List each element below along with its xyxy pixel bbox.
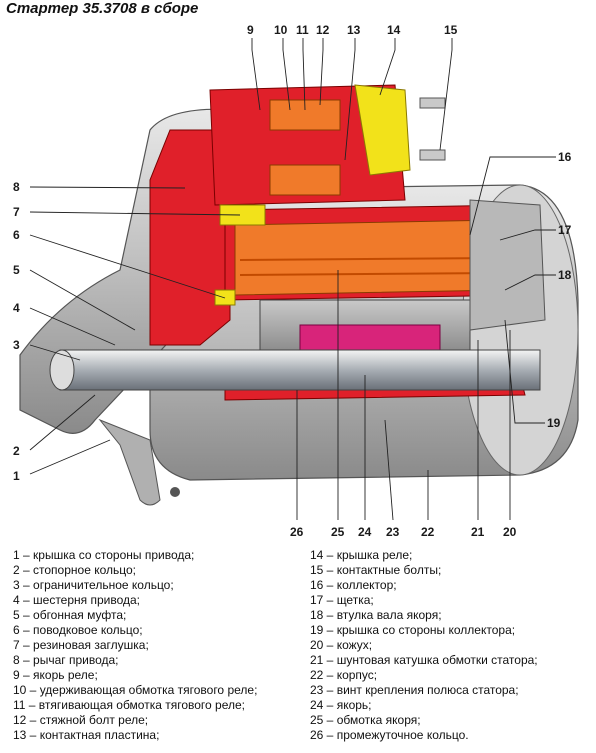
legend-item: 1 – крышка со стороны привода; <box>13 548 195 562</box>
callout-6: 6 <box>13 228 20 242</box>
collector-end-shroud <box>469 199 546 331</box>
callout-18: 18 <box>558 268 572 282</box>
callout-14: 14 <box>387 23 401 37</box>
legend-item: 9 – якорь реле; <box>13 668 98 682</box>
callout-20: 20 <box>503 525 517 539</box>
callout-7: 7 <box>13 205 20 219</box>
callout-26: 26 <box>290 525 304 539</box>
stator-winding <box>234 219 506 296</box>
callout-13: 13 <box>347 23 361 37</box>
callout-2: 2 <box>13 444 20 458</box>
legend-item: 3 – ограничительное кольцо; <box>13 578 174 592</box>
starter-cutaway-illustration: 1 2 3 4 5 6 7 8 9 10 11 12 13 14 15 16 1… <box>13 23 579 539</box>
legend-left-column: 1 – крышка со стороны привода; 2 – стопо… <box>13 548 257 743</box>
legend-right-column: 14 – крышка реле; 15 – контактные болты;… <box>310 548 538 743</box>
legend-item: 21 – шунтовая катушка обмотки статора; <box>310 653 538 667</box>
callout-10: 10 <box>274 23 288 37</box>
legend-item: 15 – контактные болты; <box>310 563 442 577</box>
callout-19: 19 <box>547 416 561 430</box>
legend-item: 5 – обгонная муфта; <box>13 608 127 622</box>
legend-item: 4 – шестерня привода; <box>13 593 141 607</box>
callout-25: 25 <box>331 525 345 539</box>
legend-item: 14 – крышка реле; <box>310 548 413 562</box>
callout-23: 23 <box>386 525 400 539</box>
legend-item: 8 – рычаг привода; <box>13 653 119 667</box>
callout-24: 24 <box>358 525 372 539</box>
callout-5: 5 <box>13 263 20 277</box>
legend-item: 10 – удерживающая обмотка тягового реле; <box>13 683 258 697</box>
callout-9: 9 <box>247 23 254 37</box>
rubber-plug <box>219 204 266 226</box>
solenoid-relay <box>209 84 446 206</box>
callout-8: 8 <box>13 180 20 194</box>
legend-item: 17 – щетка; <box>310 593 374 607</box>
legend-item: 2 – стопорное кольцо; <box>13 563 136 577</box>
callout-3: 3 <box>13 338 20 352</box>
callout-21: 21 <box>471 525 485 539</box>
legend-item: 7 – резиновая заглушка; <box>13 638 149 652</box>
legend-item: 20 – кожух; <box>310 638 373 652</box>
diagram-title: Стартер 35.3708 в сборе <box>6 0 199 17</box>
legend-item: 13 – контактная пластина; <box>13 728 160 742</box>
legend-item: 25 – обмотка якоря; <box>310 713 421 727</box>
legend-item: 23 – винт крепления полюса статора; <box>310 683 519 697</box>
callout-22: 22 <box>421 525 435 539</box>
legend-item: 6 – поводковое кольцо; <box>13 623 143 637</box>
armature-shaft <box>49 349 541 391</box>
callout-1: 1 <box>13 469 20 483</box>
callout-4: 4 <box>13 301 20 315</box>
legend-item: 18 – втулка вала якоря; <box>310 608 442 622</box>
legend-item: 22 – корпус; <box>310 668 378 682</box>
callout-11: 11 <box>296 23 309 37</box>
legend-item: 11 – втягивающая обмотка тягового реле; <box>13 698 246 712</box>
callout-12: 12 <box>316 23 330 37</box>
legend-item: 26 – промежуточное кольцо. <box>310 728 469 742</box>
legend-item: 16 – коллектор; <box>310 578 397 592</box>
legend-item: 24 – якорь; <box>310 698 372 712</box>
legend-item: 12 – стяжной болт реле; <box>13 713 149 727</box>
callout-15: 15 <box>444 23 458 37</box>
legend-item: 19 – крышка со стороны коллектора; <box>310 623 516 637</box>
callout-16: 16 <box>558 150 572 164</box>
callout-17: 17 <box>558 223 572 237</box>
drive-ring <box>214 289 236 306</box>
